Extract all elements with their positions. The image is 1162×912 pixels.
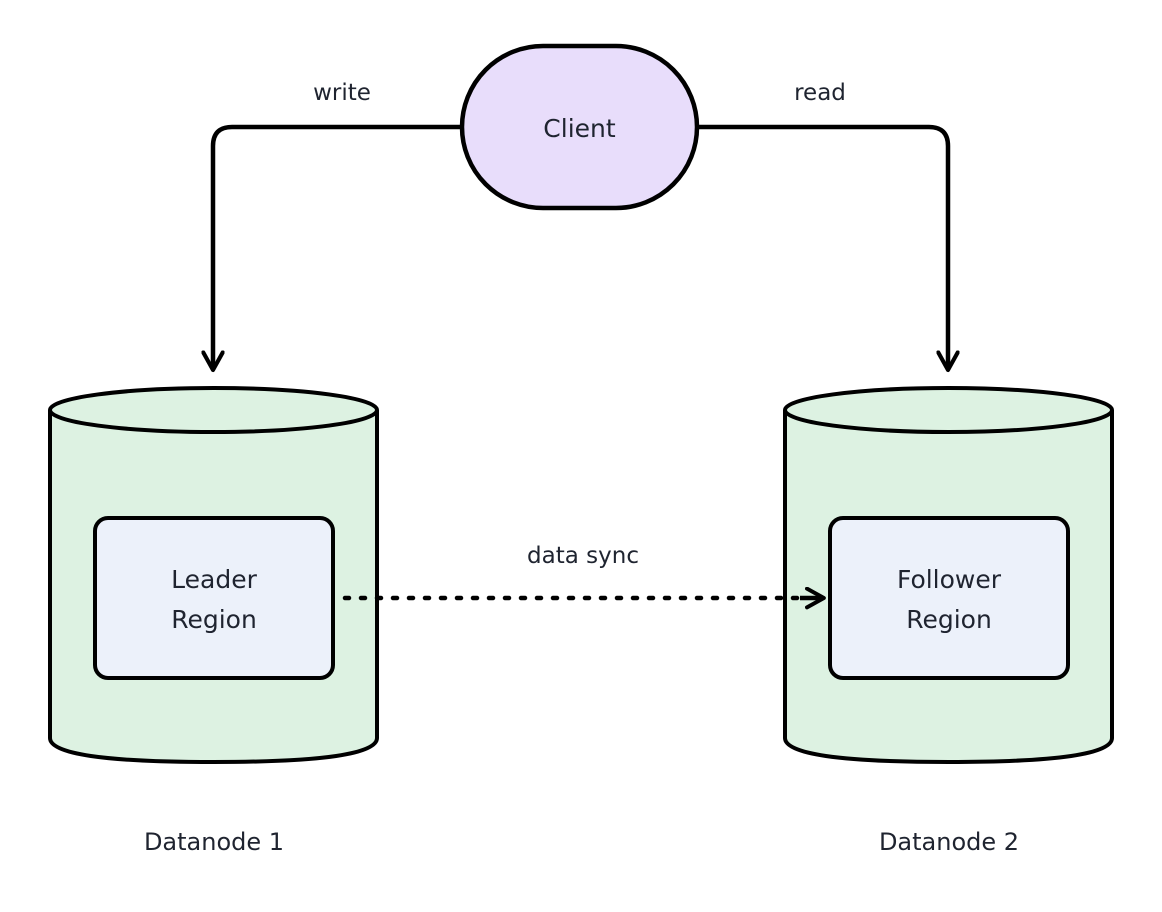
read-edge-label: read	[794, 80, 846, 106]
data-sync-label: data sync	[527, 543, 639, 569]
follower-region-box[interactable]: Follower Region	[828, 516, 1070, 680]
cylinder-top-outline	[783, 386, 1114, 434]
edge-data-sync[interactable]: data sync	[342, 534, 822, 598]
follower-region-label-line2: Region	[906, 605, 992, 634]
client-node-shape	[459, 43, 700, 211]
edge-write[interactable]: write	[213, 80, 462, 368]
write-edge-label: write	[313, 80, 371, 106]
read-edge-path	[697, 124, 948, 368]
leader-region-box[interactable]: Leader Region	[93, 516, 335, 680]
cylinder-top-fill	[785, 388, 1112, 432]
datanode1-caption: Datanode 1	[144, 828, 284, 856]
datanode2-caption: Datanode 2	[879, 828, 1019, 856]
cylinder-outline	[783, 410, 1114, 765]
data-sync-label-backing	[497, 534, 669, 572]
follower-region-rect	[828, 516, 1070, 680]
follower-region-label-line1: Follower	[897, 565, 1002, 594]
cylinder-top-outline	[48, 386, 379, 434]
leader-region-rect	[93, 516, 335, 680]
cylinder-outline	[48, 410, 379, 765]
leader-region-label-line1: Leader	[171, 565, 257, 594]
client-node-label: Client	[543, 114, 616, 143]
write-edge-path	[213, 124, 462, 368]
cylinder-top-fill	[50, 388, 377, 432]
client-node[interactable]: Client	[459, 43, 700, 211]
edge-read[interactable]: read	[697, 80, 948, 368]
leader-region-label-line2: Region	[171, 605, 257, 634]
